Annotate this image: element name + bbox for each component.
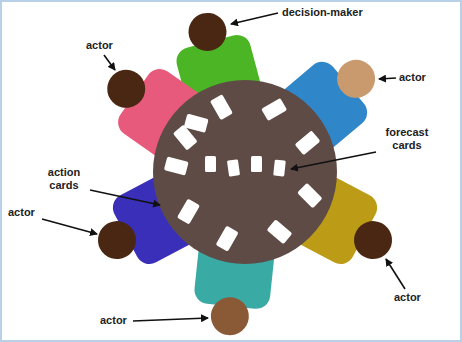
leader-arrows <box>42 13 405 321</box>
callout-label: actor <box>394 291 421 304</box>
callout-label: forecast cards <box>376 126 438 151</box>
round-table <box>153 80 337 264</box>
callout-label: actor <box>100 314 127 327</box>
action-cards <box>164 94 323 252</box>
callout-label: actor <box>8 206 35 219</box>
callout-label: actor <box>399 71 426 84</box>
callout-label: decision-maker <box>282 6 363 19</box>
callout-label: action cards <box>38 166 90 191</box>
forecast-cards <box>205 156 286 177</box>
callout-label: actor <box>86 39 113 52</box>
